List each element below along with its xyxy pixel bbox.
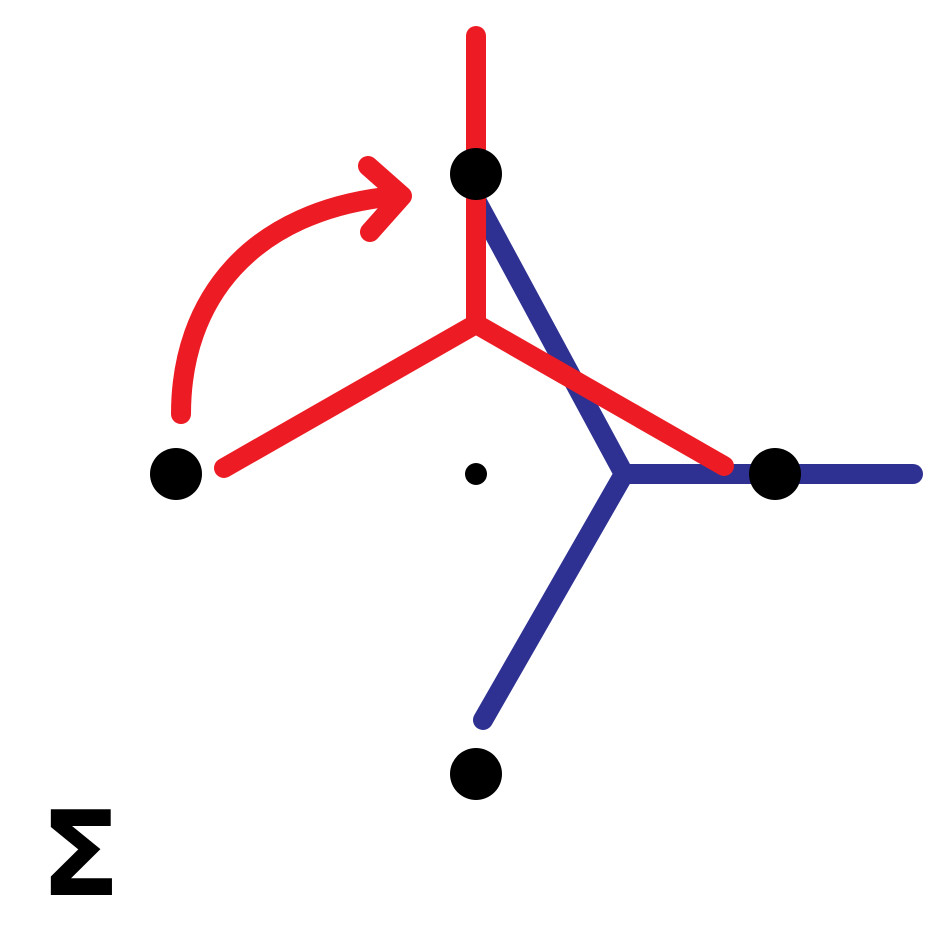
curved-arrow-head	[358, 156, 412, 242]
center-point	[465, 463, 487, 485]
right-node	[749, 448, 801, 500]
sigma-label: Σ	[40, 785, 121, 923]
red-right-edge	[466, 314, 734, 476]
red-left-edge	[214, 314, 486, 478]
red-tree	[214, 26, 734, 478]
bottom-node	[450, 748, 502, 800]
top-node	[450, 148, 502, 200]
curved-arrow-shaft	[171, 186, 405, 424]
blue-upper-edge	[466, 190, 634, 484]
blue-lower-edge	[473, 464, 634, 730]
curved-arrow	[171, 156, 412, 424]
left-node	[150, 448, 202, 500]
nodes	[150, 148, 801, 800]
